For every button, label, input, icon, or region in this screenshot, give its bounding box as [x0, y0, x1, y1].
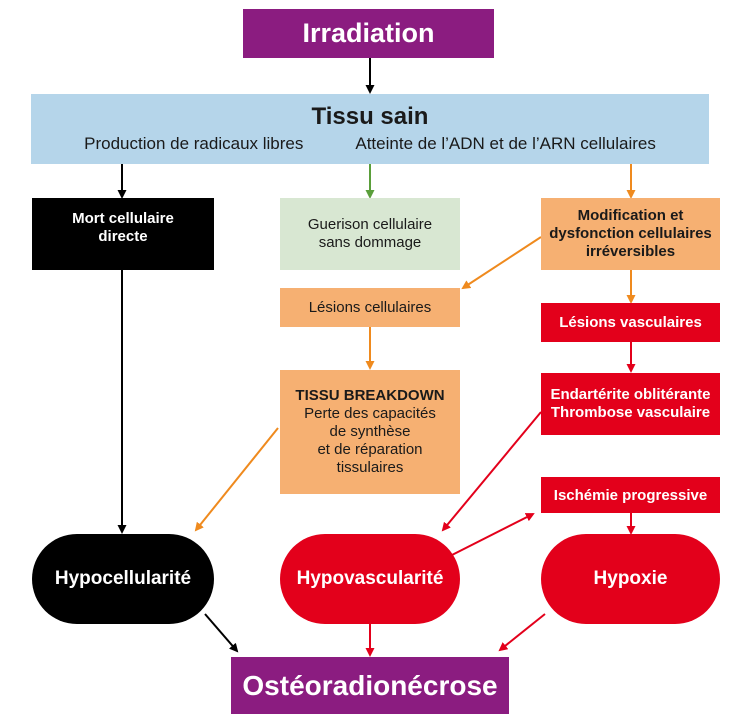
- hypovascularite-pill: Hypovascularité: [280, 534, 460, 624]
- hypoxie-pill: Hypoxie: [541, 534, 720, 624]
- breakdown-line1: Perte des capacités: [304, 405, 436, 422]
- osteoradionecrose-label: Ostéoradionécrose: [242, 669, 498, 701]
- modification-line1: Modification et: [577, 207, 684, 224]
- hypocellularite-label: Hypocellularité: [54, 568, 192, 589]
- lesions-vasculaires-box: Lésions vasculaires: [541, 303, 720, 342]
- breakdown-line3: et de réparation: [317, 441, 423, 458]
- breakdown-title: TISSU BREAKDOWN: [295, 387, 445, 404]
- endarterite-line1: Endartérite oblitérante: [550, 386, 711, 403]
- hypocellularite-pill: Hypocellularité: [32, 534, 214, 624]
- ischemie-box: Ischémie progressive: [541, 477, 720, 513]
- lesions-cellulaires-label: Lésions cellulaires: [308, 299, 432, 316]
- tissu-sain-box: Tissu sain Production de radicaux libres…: [31, 94, 709, 164]
- modification-box: Modification et dysfonction cellulaires …: [541, 198, 720, 270]
- guerison-line2: sans dommage: [318, 234, 422, 251]
- guerison-line1: Guerison cellulaire: [307, 216, 433, 233]
- arrow-hypoxie-to-osteo: [498, 613, 546, 652]
- arrow-breakdown-to-hypocellularite: [194, 427, 279, 532]
- tissu-breakdown-box: TISSU BREAKDOWN Perte des capacités de s…: [280, 370, 460, 494]
- mort-cellulaire-box: Mort cellulaire directe: [32, 198, 214, 270]
- irradiation-label: Irradiation: [302, 18, 435, 48]
- tissu-sain-title: Tissu sain: [311, 102, 429, 130]
- endarterite-box: Endartérite oblitérante Thrombose vascul…: [541, 373, 720, 435]
- hypovascularite-label: Hypovascularité: [296, 568, 444, 589]
- ischemie-label: Ischémie progressive: [553, 486, 708, 504]
- mort-line2: directe: [98, 228, 148, 245]
- breakdown-line2: de synthèse: [329, 423, 411, 440]
- lesions-vasculaires-label: Lésions vasculaires: [559, 314, 702, 331]
- lesions-cellulaires-box: Lésions cellulaires: [280, 288, 460, 327]
- guerison-box: Guerison cellulaire sans dommage: [280, 198, 460, 270]
- arrow-modification-to-lesions-cellulaires: [461, 236, 542, 290]
- modification-line2: dysfonction cellulaires: [549, 225, 712, 242]
- breakdown-line4: tissulaires: [336, 459, 404, 476]
- tissu-sain-left-text: Production de radicaux libres: [84, 134, 304, 154]
- mort-line1: Mort cellulaire: [72, 210, 174, 227]
- modification-line3: irréversibles: [585, 243, 676, 260]
- arrow-hypovascularite-to-ischemie: [449, 513, 535, 557]
- osteoradionecrose-box: Ostéoradionécrose: [231, 657, 509, 714]
- arrow-hypocellularite-to-osteo: [204, 613, 239, 653]
- tissu-sain-right-text: Atteinte de l’ADN et de l’ARN cellulaire…: [355, 134, 656, 154]
- endarterite-line2: Thrombose vasculaire: [550, 404, 711, 421]
- hypoxie-label: Hypoxie: [593, 568, 668, 589]
- irradiation-box: Irradiation: [243, 9, 494, 58]
